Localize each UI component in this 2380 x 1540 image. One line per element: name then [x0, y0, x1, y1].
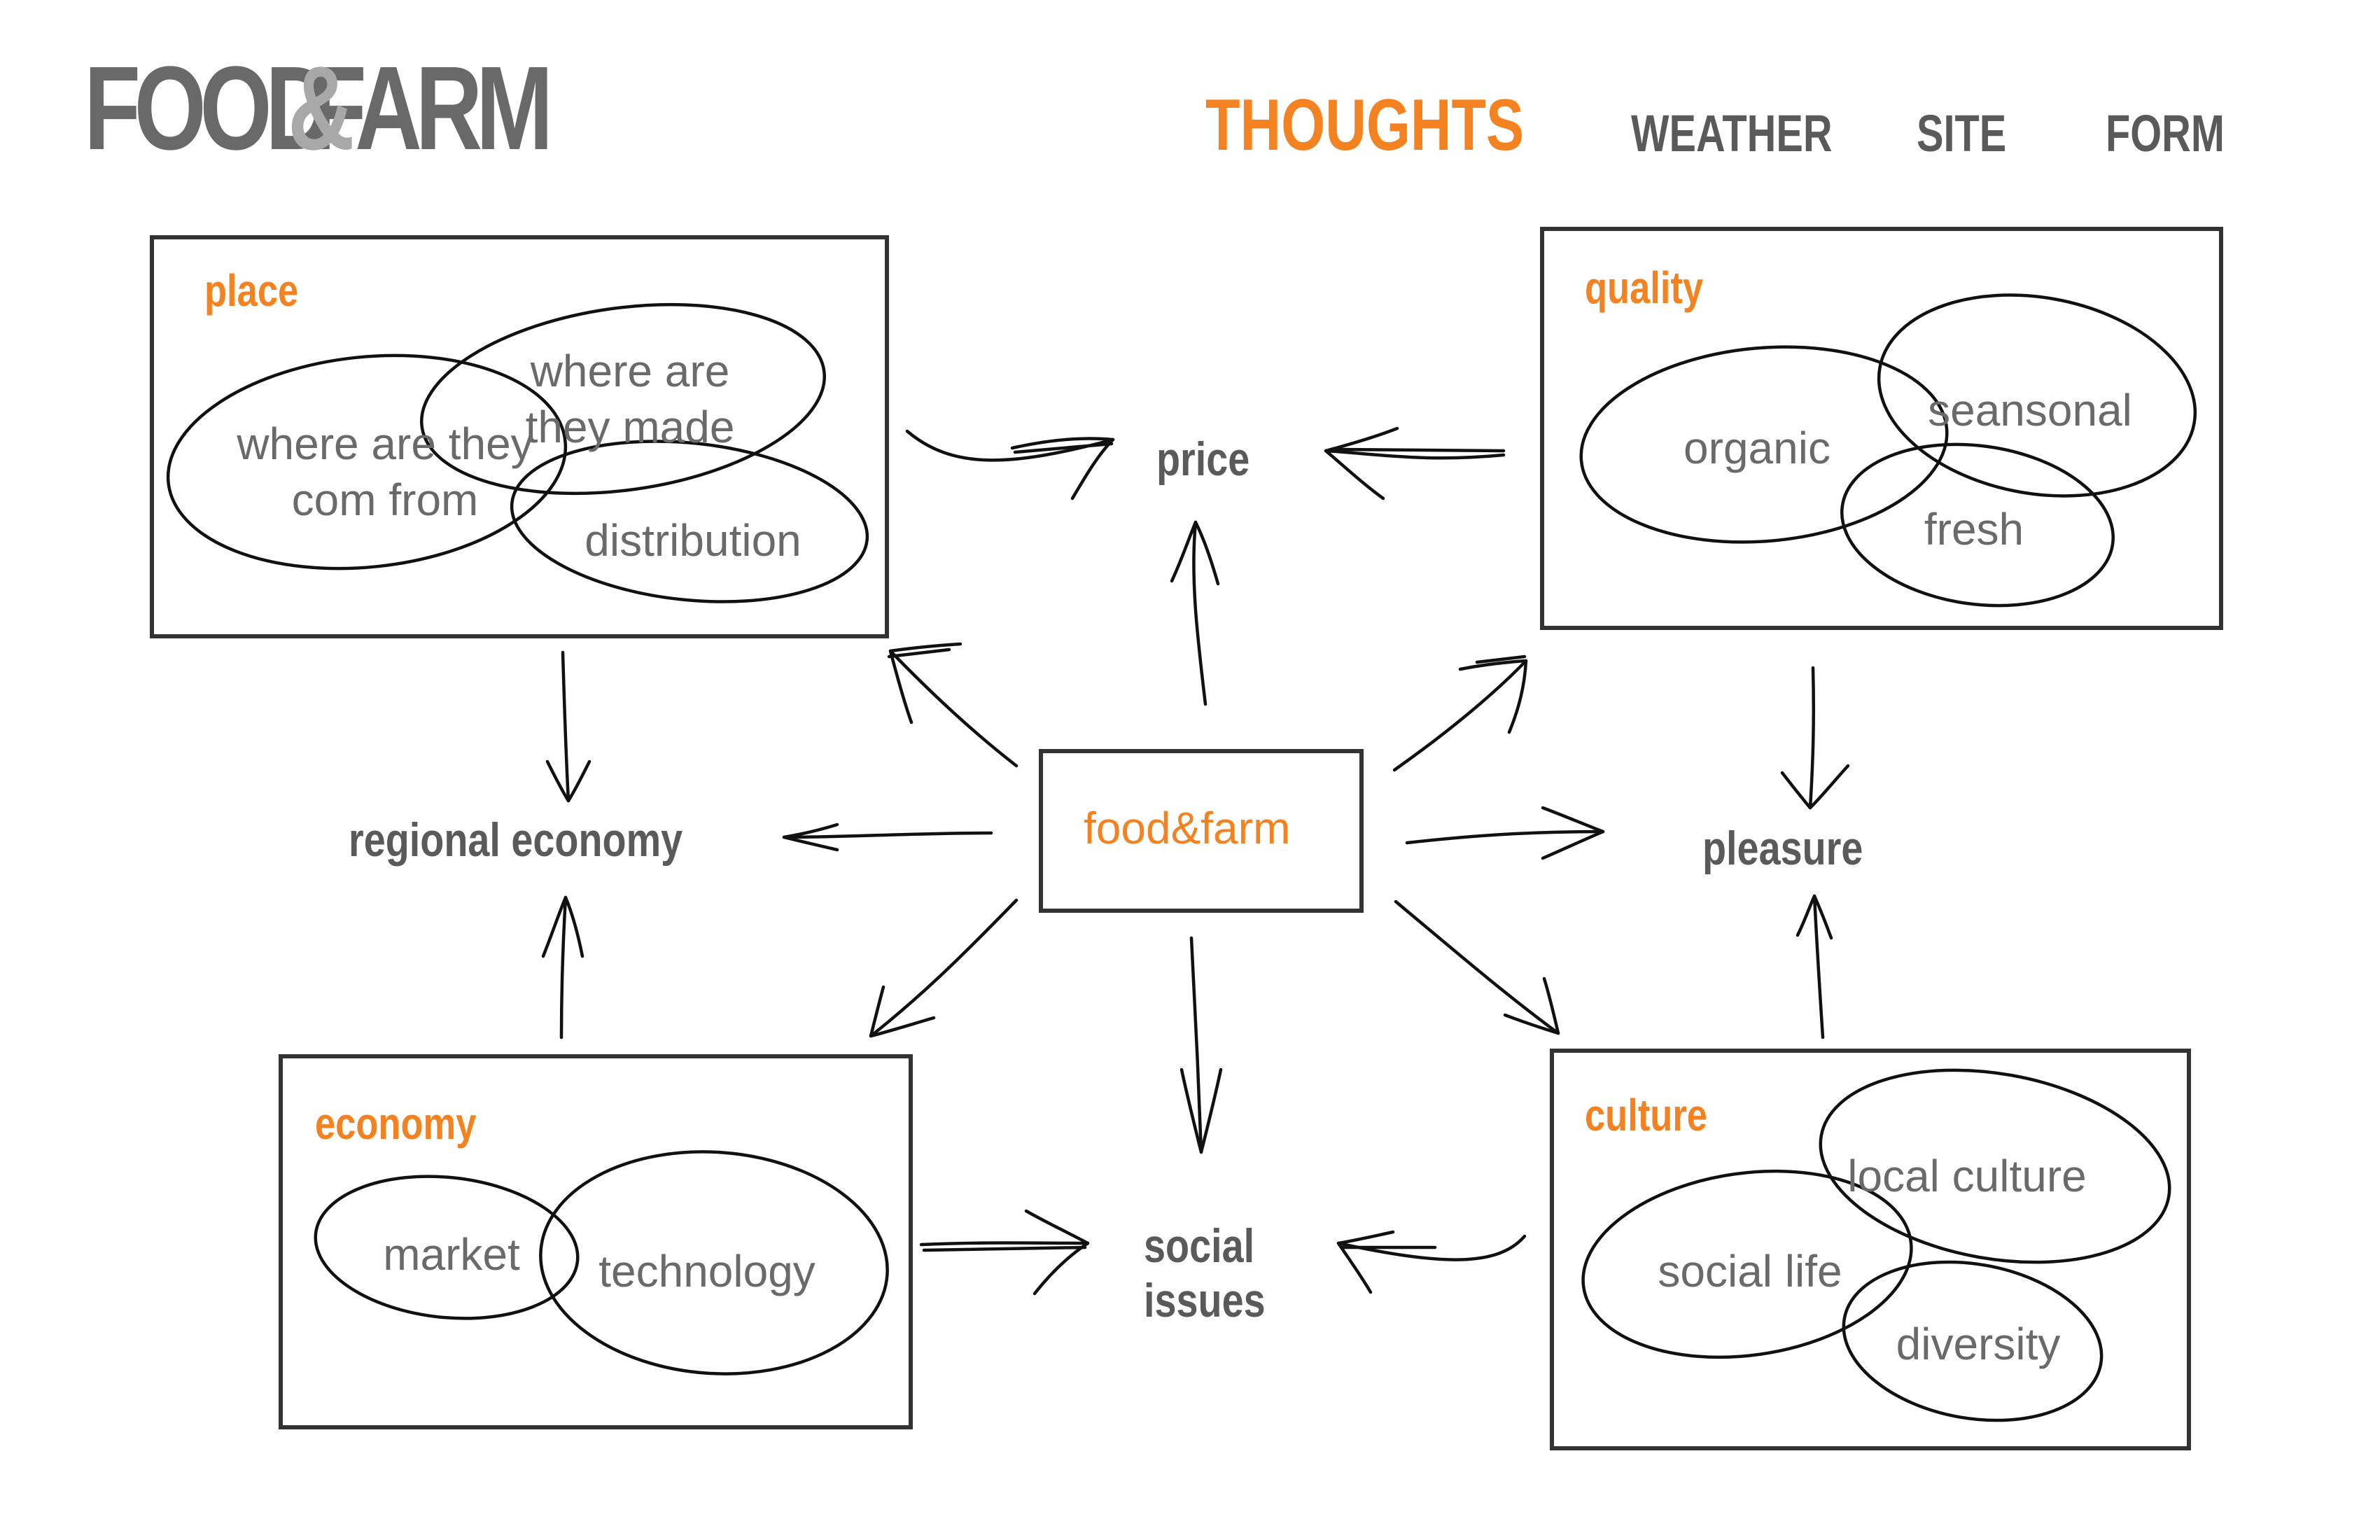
quality-box	[1540, 227, 2223, 630]
venn-label-local-culture: local culture	[1847, 1151, 2087, 1201]
venn-ellipse-fresh	[1840, 442, 2115, 608]
arrow-center-to-quality	[1392, 654, 1528, 772]
category-title-culture: culture	[1585, 1090, 1707, 1140]
center-label: food&farm	[1084, 803, 1291, 853]
place-box	[150, 235, 889, 638]
arrow-center-to-price	[1170, 520, 1220, 706]
node-price: price	[1156, 433, 1250, 486]
category-title-place: place	[204, 265, 299, 316]
arrow-culture-to-social-issues	[1336, 1230, 1527, 1294]
node-social-issues-line1: social	[1144, 1219, 1255, 1273]
arrow-quality-to-price	[1324, 426, 1506, 500]
logo-ampersand: &	[288, 42, 355, 175]
venn-label-market: market	[383, 1229, 520, 1280]
node-social-issues-line2: issues	[1144, 1274, 1266, 1327]
nav-tab-form[interactable]: FORM	[2106, 104, 2225, 162]
venn-ellipse-market	[314, 1175, 580, 1320]
arrow-place-to-price	[905, 429, 1115, 500]
venn-label-seasonal: seansonal	[1928, 385, 2132, 435]
venn-ellipse-technology	[539, 1150, 889, 1376]
arrow-center-to-economy	[869, 898, 1018, 1038]
venn-label-fresh: fresh	[1924, 504, 2024, 554]
venn-label-distribution: distribution	[584, 515, 802, 566]
arrow-center-to-pleasure	[1405, 806, 1605, 860]
nav-tab-site[interactable]: SITE	[1917, 104, 2007, 162]
venn-label-organic: organic	[1684, 423, 1830, 473]
logo-word-farm: FARM	[309, 42, 554, 175]
venn-label-technology: technology	[598, 1246, 816, 1296]
venn-ellipse-origin	[166, 354, 568, 570]
venn-ellipse-distribution	[510, 440, 869, 603]
venn-ellipse-diversity	[1842, 1260, 2104, 1422]
food-farm-logo[interactable]: FOOD&FARM	[84, 42, 554, 175]
arrow-culture-to-pleasure	[1795, 894, 1833, 1040]
arrow-economy-to-regional-economy	[541, 895, 584, 1040]
arrow-center-to-culture	[1394, 899, 1560, 1035]
venn-label-social-life: social life	[1658, 1246, 1842, 1296]
arrow-center-to-social-issues	[1180, 936, 1223, 1154]
venn-ellipse-seasonal	[1877, 293, 2197, 498]
venn-ellipse-social-life	[1581, 1169, 1913, 1359]
arrow-center-to-regional-economy	[782, 822, 993, 852]
arrow-center-to-place	[887, 642, 1018, 768]
center-box	[1039, 749, 1364, 913]
culture-box	[1550, 1049, 2191, 1450]
logo-word-food: FOOD	[84, 42, 332, 175]
arrow-quality-to-pleasure	[1780, 666, 1850, 810]
arrow-economy-to-social-issues	[919, 1209, 1090, 1296]
node-pleasure: pleasure	[1702, 822, 1863, 875]
category-title-economy: economy	[315, 1098, 477, 1149]
venn-ellipse-organic	[1579, 345, 1949, 544]
venn-label-made: where are they made	[525, 346, 735, 452]
nav-tab-weather[interactable]: WEATHER	[1631, 104, 1833, 162]
venn-label-origin: where are they com from	[237, 419, 533, 525]
venn-label-diversity: diversity	[1896, 1319, 2061, 1369]
node-regional-economy: regional economy	[349, 813, 683, 867]
economy-box	[279, 1054, 913, 1429]
nav-tab-thoughts[interactable]: THOUGHTS	[1205, 85, 1525, 166]
venn-ellipse-local-culture	[1819, 1068, 2171, 1264]
category-title-quality: quality	[1585, 262, 1704, 313]
arrow-place-to-regional-economy	[545, 650, 592, 803]
venn-ellipse-made	[420, 302, 826, 496]
